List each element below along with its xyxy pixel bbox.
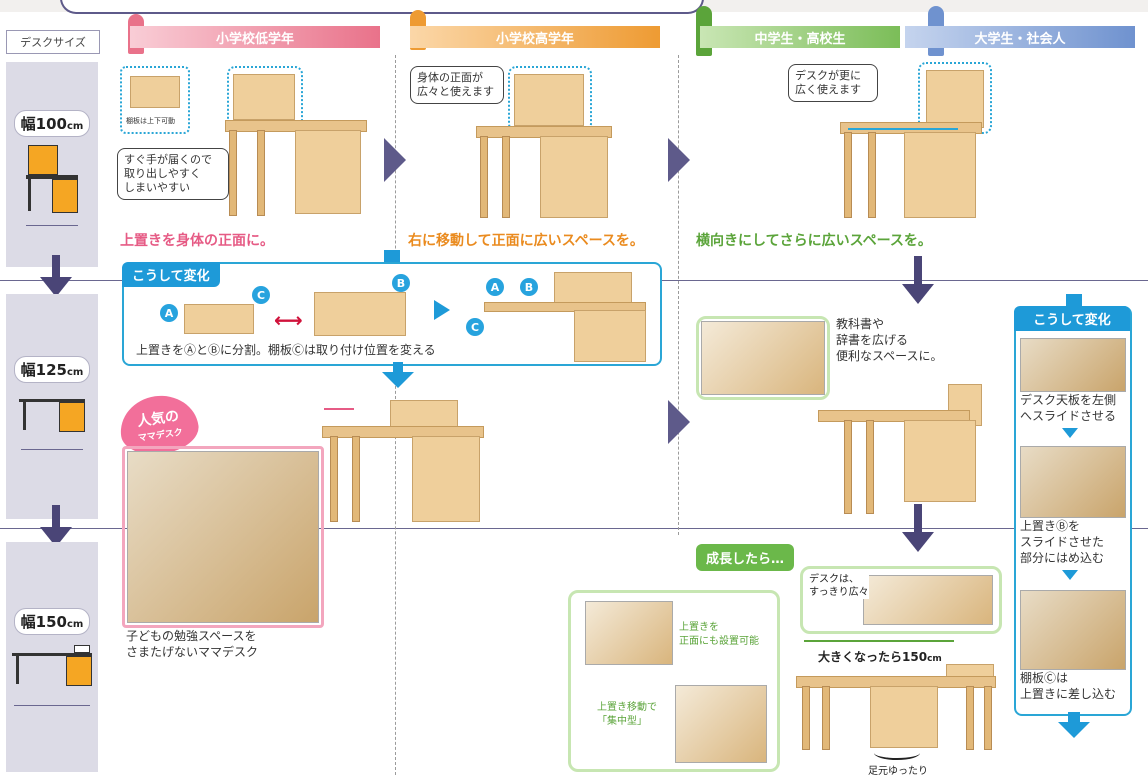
panel-desk-top [484, 302, 646, 312]
textbook-note: 教科書や辞書を広げる便利なスペースに。 [836, 317, 943, 363]
bubble-adult: デスクが更に広く使えます [788, 64, 878, 102]
change-panel-connector [384, 250, 400, 264]
bubble-low-grade: すぐ手が届くので取り出しやすくしまいやすい [117, 148, 229, 200]
wide-photo [863, 575, 993, 625]
desk-100-icon [22, 145, 82, 235]
desk-low-grade [225, 66, 367, 216]
next-arrow-3 [668, 400, 690, 444]
panel-arrow-icon [434, 300, 450, 320]
size-badge-125: 幅125cm [13, 356, 91, 383]
size-arrow-1 [40, 255, 72, 297]
right-panel-title: こうして変化 [1014, 306, 1130, 331]
stage-low-grade: 小学校低学年 [130, 26, 380, 48]
textbook-photo [701, 321, 825, 395]
label-c2-icon: C [466, 318, 484, 336]
caption-middle-high-school: 横向きにしてさらに広いスペースを。 [696, 233, 932, 249]
change-panel-title: こうして変化 [122, 262, 220, 287]
desk-150-icon [12, 645, 92, 715]
step2-image [1020, 446, 1126, 518]
wide-note: デスクは、すっきり広々 [809, 573, 869, 599]
part-b-image [314, 292, 406, 336]
desk-size-label: デスクサイズ [6, 30, 100, 54]
swap-arrow-icon: ⟷ [274, 308, 303, 332]
next-arrow-2 [668, 138, 690, 182]
caption-high-grade: 右に移動して正面に広いスペースを。 [408, 233, 644, 249]
next-arrow-1 [384, 138, 406, 182]
label-a2-icon: A [486, 278, 504, 296]
step-arrow-2-icon [1062, 570, 1078, 580]
front-option-image [585, 601, 673, 665]
textbook-photo-frame [696, 316, 830, 400]
step1-text: デスク天板を左側へスライドさせる [1020, 393, 1117, 423]
size-arrow-2 [40, 505, 72, 547]
stage-high-grade: 小学校高学年 [410, 26, 660, 48]
column-separator-2 [678, 55, 679, 535]
size-row-100: 幅100cm [6, 62, 98, 267]
step3-text: 棚板Ⓒは上置きに差し込む [1020, 671, 1117, 701]
right-panel-connector [1066, 294, 1082, 308]
step3-image [1020, 590, 1126, 670]
row-separator-2 [98, 528, 1148, 529]
size-badge-100: 幅100cm [13, 110, 91, 137]
change-panel: こうして変化 A C ⟷ B A B C 上置きをⒶとⒷに分割。棚板Ⓒは取り付け… [122, 262, 662, 366]
change-panel-desc: 上置きをⒶとⒷに分割。棚板Ⓒは取り付け位置を変える [136, 343, 436, 357]
desk-150-model [796, 662, 996, 752]
grow-tag: 成長したら… [696, 544, 795, 571]
options-frame: 上置きを正面にも設置可能 上置き移動で「集中型」 [568, 590, 780, 772]
caption-low-grade: 上置きを身体の正面に。 [120, 233, 274, 249]
stage-university-adult: 大学生・社会人 [905, 26, 1135, 48]
bubble-high-grade: 身体の正面が広々と使えます [410, 66, 504, 104]
desk-125-icon [19, 393, 85, 463]
size-row-125: 幅125cm [6, 294, 98, 519]
size-badge-150: 幅150cm [13, 608, 91, 635]
step-arrow-1-icon [1062, 428, 1078, 438]
desk-125-side-model [818, 384, 982, 514]
stage-middle-high-school: 中学生・高校生 [700, 26, 900, 48]
part-a-image [184, 304, 254, 334]
desk-middle-high-school [840, 62, 992, 218]
right-change-panel: こうして変化 デスク天板を左側へスライドさせる 上置きⒷをスライドさせた部分には… [1014, 306, 1132, 716]
down-arrow-purple-1 [902, 256, 934, 304]
top-tab [60, 0, 704, 14]
shelf-note: 棚板は上下可動 [126, 117, 175, 125]
front-note: 上置きを正面にも設置可能 [679, 622, 759, 647]
label-a-icon: A [160, 304, 178, 322]
down-arrow-purple-2 [902, 504, 934, 552]
desk-125-model [322, 400, 484, 524]
down-arrow-blue-2 [1058, 712, 1090, 738]
label-b2-icon: B [520, 278, 538, 296]
wide-photo-frame: デスクは、すっきり広々 [800, 566, 1002, 634]
center-option-image [675, 685, 767, 763]
foot-note: 足元ゆったり [868, 766, 928, 777]
mama-desk-photo [127, 451, 319, 623]
center-note: 上置き移動で「集中型」 [597, 702, 657, 727]
width-note: 大きくなったら150cm [818, 650, 942, 664]
width-line [804, 640, 954, 642]
size-row-150: 幅150cm [6, 542, 98, 772]
panel-shelf-image [554, 272, 632, 304]
step1-image [1020, 338, 1126, 392]
step2-text: 上置きⒷをスライドさせた部分にはめ込む [1020, 519, 1105, 565]
panel-desk-drawer [574, 310, 646, 362]
foot-arc-icon [874, 746, 920, 760]
photo-caption: 子どもの勉強スペースをさまたげないママデスク [126, 629, 259, 659]
down-arrow-blue-1 [382, 362, 414, 388]
shelf-inset-box: 棚板は上下可動 [120, 66, 190, 134]
label-b-icon: B [392, 274, 410, 292]
mama-desk-photo-frame [122, 446, 324, 628]
desk-high-grade [476, 66, 612, 218]
label-c-icon: C [252, 286, 270, 304]
